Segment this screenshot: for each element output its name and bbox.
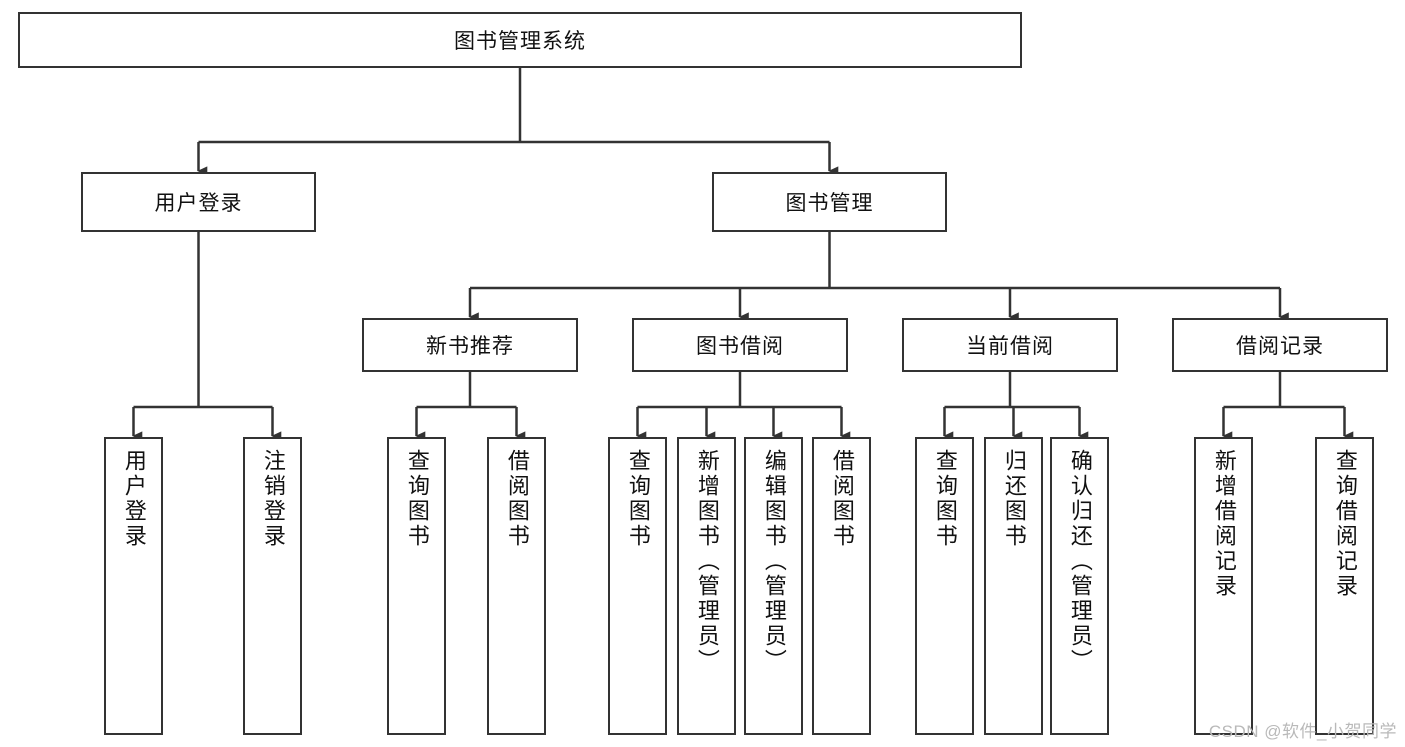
node-label: 新增图书（管理员） — [694, 449, 720, 674]
node-l1b[interactable]: 图书管理 — [712, 172, 947, 232]
node-leaf3[interactable]: 查询图书 — [387, 437, 446, 735]
node-leaf9[interactable]: 查询图书 — [915, 437, 974, 735]
node-label: 新增借阅记录 — [1211, 449, 1237, 599]
node-leaf7[interactable]: 编辑图书（管理员） — [744, 437, 803, 735]
edges — [132, 68, 1354, 441]
node-leaf8[interactable]: 借阅图书 — [812, 437, 871, 735]
watermark: CSDN @软件_小贺同学 — [1208, 722, 1397, 741]
node-leaf10[interactable]: 归还图书 — [984, 437, 1043, 735]
node-label: 图书管理 — [785, 192, 874, 215]
node-label: 借阅图书 — [829, 449, 855, 549]
node-label: 当前借阅 — [966, 335, 1054, 358]
node-label: 图书借阅 — [696, 335, 784, 358]
node-label: 查询图书 — [932, 449, 958, 549]
node-label: 查询图书 — [404, 449, 430, 549]
node-leaf5[interactable]: 查询图书 — [608, 437, 667, 735]
node-leaf1[interactable]: 用户登录 — [104, 437, 163, 735]
node-l2b[interactable]: 图书借阅 — [632, 318, 848, 372]
node-l2c[interactable]: 当前借阅 — [902, 318, 1118, 372]
node-label: 确认归还（管理员） — [1067, 449, 1093, 674]
node-leaf6[interactable]: 新增图书（管理员） — [677, 437, 736, 735]
node-leaf2[interactable]: 注销登录 — [243, 437, 302, 735]
node-leaf11[interactable]: 确认归还（管理员） — [1050, 437, 1109, 735]
node-label: 用户登录 — [121, 449, 147, 549]
node-leaf4[interactable]: 借阅图书 — [487, 437, 546, 735]
node-root[interactable]: 图书管理系统 — [18, 12, 1022, 68]
node-label: 查询借阅记录 — [1332, 449, 1358, 599]
node-label: 用户登录 — [154, 192, 243, 215]
node-label: 新书推荐 — [426, 335, 514, 358]
node-label: 注销登录 — [260, 449, 286, 549]
node-label: 编辑图书（管理员） — [761, 449, 787, 674]
node-l1a[interactable]: 用户登录 — [81, 172, 316, 232]
node-label: 图书管理系统 — [454, 30, 586, 53]
node-label: 借阅记录 — [1236, 335, 1324, 358]
node-leaf13[interactable]: 查询借阅记录 — [1315, 437, 1374, 735]
node-label: 归还图书 — [1001, 449, 1027, 549]
node-label: 查询图书 — [625, 449, 651, 549]
node-l2d[interactable]: 借阅记录 — [1172, 318, 1388, 372]
node-l2a[interactable]: 新书推荐 — [362, 318, 578, 372]
node-label: 借阅图书 — [504, 449, 530, 549]
node-leaf12[interactable]: 新增借阅记录 — [1194, 437, 1253, 735]
